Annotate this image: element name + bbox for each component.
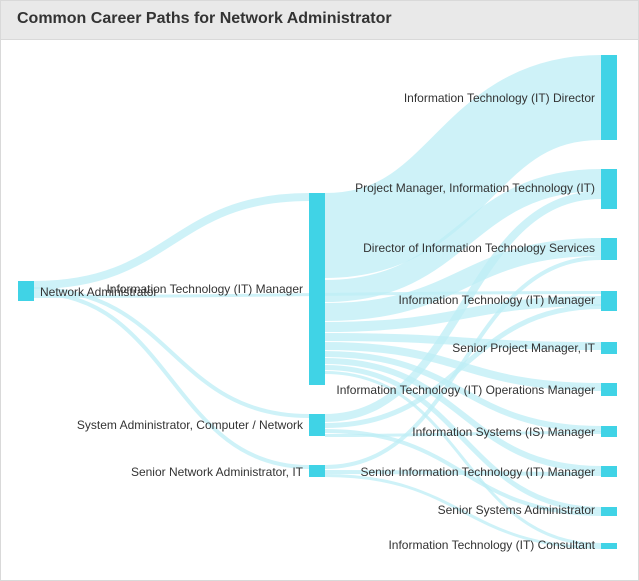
node-itm — [309, 193, 325, 385]
node-label-dits: Director of Information Technology Servi… — [363, 241, 595, 255]
node-na — [18, 281, 34, 301]
link-itm-to-ssa — [324, 365, 602, 512]
link-itm-to-itd — [323, 55, 603, 278]
link-sna-to-itc — [324, 474, 602, 549]
link-sna-to-sitm — [324, 470, 602, 476]
node-label-itd: Information Technology (IT) Director — [404, 91, 595, 105]
link-itm-to-dits — [324, 238, 602, 321]
node-label-spm: Senior Project Manager, IT — [452, 341, 595, 355]
node-label-itm2: Information Technology (IT) Manager — [398, 293, 595, 307]
link-na-to-sys — [33, 287, 310, 418]
node-sitm — [601, 466, 617, 477]
link-itm-to-itc — [324, 371, 602, 546]
card-header: Common Career Paths for Network Administ… — [1, 1, 638, 40]
node-itc — [601, 543, 617, 549]
node-itm2 — [601, 291, 617, 311]
node-label-itm: Information Technology (IT) Manager — [106, 282, 303, 296]
node-label-na: Network Administrator — [40, 285, 157, 299]
card-title: Common Career Paths for Network Administ… — [17, 10, 392, 27]
node-ssa — [601, 507, 617, 516]
node-label-sitm: Senior Information Technology (IT) Manag… — [360, 465, 595, 479]
sankey-links — [33, 55, 603, 549]
node-spm — [601, 342, 617, 354]
node-pm — [601, 169, 617, 209]
node-ism — [601, 426, 617, 437]
link-na-to-sna — [33, 291, 310, 469]
link-sys-to-pm — [324, 191, 602, 422]
node-label-sys: System Administrator, Computer / Network — [77, 418, 304, 432]
node-label-itom: Information Technology (IT) Operations M… — [336, 383, 595, 397]
node-label-ism: Information Systems (IS) Manager — [412, 425, 595, 439]
link-itm-to-ism — [324, 351, 602, 432]
node-dits — [601, 238, 617, 260]
node-label-itc: Information Technology (IT) Consultant — [388, 538, 595, 552]
link-sna-to-dits — [324, 256, 602, 469]
link-itm-to-spm — [324, 333, 602, 350]
node-itd — [601, 55, 617, 140]
sankey-nodes — [18, 55, 617, 549]
link-sys-to-ism — [324, 431, 602, 437]
node-itom — [601, 383, 617, 396]
link-itm-to-pm — [324, 169, 602, 302]
node-sna — [309, 465, 325, 477]
node-sys — [309, 414, 325, 436]
node-label-pm: Project Manager, Information Technology … — [355, 181, 595, 195]
link-itm-to-sitm — [324, 358, 602, 472]
link-na-to-itm — [33, 193, 310, 289]
node-label-ssa: Senior Systems Administrator — [438, 503, 595, 517]
node-label-sna: Senior Network Administrator, IT — [131, 465, 304, 479]
